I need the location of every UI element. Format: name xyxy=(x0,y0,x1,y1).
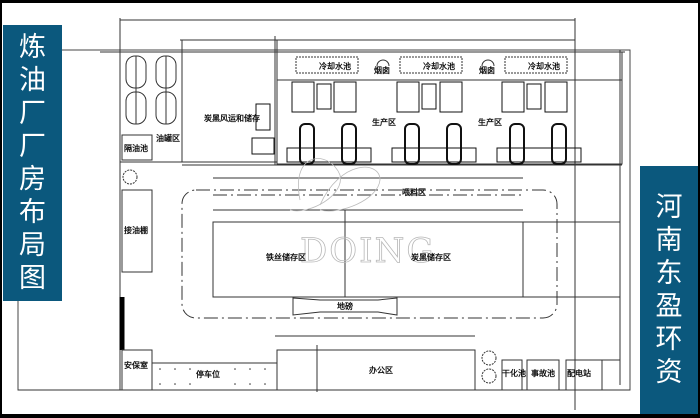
title-char: 炼 xyxy=(19,32,46,63)
title-char: 厂 xyxy=(19,131,46,162)
area-label: 烟囱 xyxy=(479,65,495,75)
area-label: 安保室 xyxy=(124,360,148,370)
title-banner-left: 炼 油 厂 厂 房 布 局 图 xyxy=(3,25,62,301)
area-label: 地磅 xyxy=(337,301,353,311)
oil-tanks xyxy=(125,55,177,125)
company-char: 环 xyxy=(655,324,683,355)
title-char: 布 xyxy=(19,197,46,228)
watermark-text: DOING xyxy=(300,231,435,271)
area-label: 生产区 xyxy=(372,117,396,127)
title-char: 油 xyxy=(19,65,46,96)
title-char: 厂 xyxy=(19,98,46,129)
plant-layout-drawing: DOING 冷却水池 冷却水池 冷却水池 烟囱 烟囱 炭黑风运和储存 生产区 生… xyxy=(17,18,631,410)
area-label: 接油棚 xyxy=(124,225,148,235)
area-label: 办公区 xyxy=(369,365,393,375)
area-label: 配电站 xyxy=(567,368,591,378)
area-label: 冷却水池 xyxy=(319,61,351,71)
area-label: 烟囱 xyxy=(374,65,390,75)
area-label: 喂料区 xyxy=(402,187,426,197)
layout-canvas: DOING 冷却水池 冷却水池 冷却水池 烟囱 烟囱 炭黑风运和储存 生产区 生… xyxy=(2,3,698,414)
area-label: 冷却水池 xyxy=(423,61,455,71)
area-label: 炭黑风运和储存 xyxy=(203,113,260,123)
company-char: 资 xyxy=(655,357,683,388)
doing-watermark xyxy=(289,158,381,212)
company-char: 东 xyxy=(655,258,683,289)
area-label: 冷却水池 xyxy=(528,61,560,71)
reactor-units xyxy=(251,81,582,165)
area-label: 油罐区 xyxy=(156,133,180,143)
area-label: 炭黑储存区 xyxy=(410,252,451,262)
title-char: 房 xyxy=(19,164,46,195)
title-char: 局 xyxy=(19,230,46,261)
area-label: 干化池 xyxy=(502,368,526,378)
site-boundary xyxy=(17,49,631,391)
area-label: 铁丝储存区 xyxy=(266,252,306,262)
area-label: 隔油池 xyxy=(124,143,148,153)
title-char: 图 xyxy=(19,263,46,294)
company-banner-right: 河 南 东 盈 环 资 xyxy=(640,166,698,414)
area-label: 事故池 xyxy=(531,368,555,378)
area-label: 生产区 xyxy=(478,117,502,127)
area-label: 停车位 xyxy=(196,369,220,379)
company-char: 盈 xyxy=(655,291,683,322)
company-char: 南 xyxy=(655,225,683,256)
company-char: 河 xyxy=(655,192,683,223)
parking-dots xyxy=(159,368,266,385)
